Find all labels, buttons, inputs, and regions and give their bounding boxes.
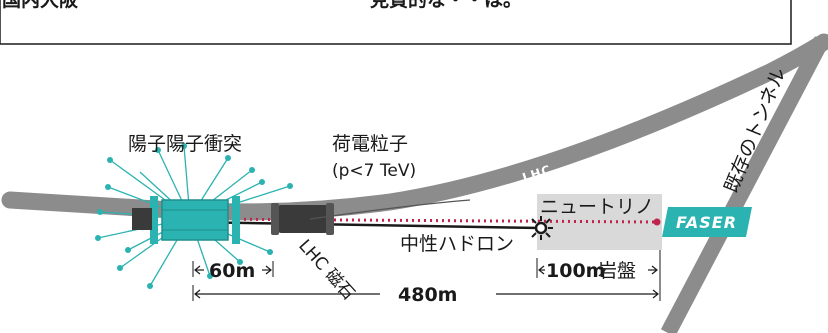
caption-frame [0,0,792,45]
collision-detector [132,196,240,244]
existing-tunnel-band [660,36,828,333]
neutral-hadron-label: 中性ハドロン [400,233,514,255]
charged-particle-path [309,199,471,220]
charged-energy-label: (p<7 TeV) [332,161,416,181]
neutral-hadron-line [189,220,541,230]
lhc-ring-band [1,33,828,221]
magnet-body [278,205,328,233]
dimension-100m: 100m 岩盤 [536,258,658,282]
dimension-480m-label: 480m [398,284,457,306]
caption-right-text: 見質的な・・は。 [370,0,522,11]
detector-endcap-right [232,196,240,244]
lhc-magnet [271,203,334,235]
neutrino-end-dot [653,218,661,226]
dimension-60m: 60m [192,260,274,282]
faser-badge [662,207,752,237]
dimension-60m-label: 60m [209,260,255,282]
dimension-480m: 480m [192,250,661,306]
dimension-100m-rock-label: 岩盤 [598,260,636,282]
beam-pipe-left [132,208,152,230]
collision-label: 陽子陽子衝突 [128,133,242,155]
charged-particle-label: 荷電粒子 [332,133,408,155]
existing-tunnel [660,36,828,333]
dimension-100m-label: 100m [546,260,605,282]
faser-detector: FASER [662,207,752,237]
absorber-burst [529,216,553,240]
caption-left-text: 国内大阪 [2,0,79,11]
collision-spray-dots [95,143,293,289]
top-caption-box: 国内大阪 見質的な・・は。 [0,0,792,45]
neutrino-label: ニュートリノ [540,196,654,218]
detector-barrel [161,199,229,241]
lhc-ring: LHC [1,33,828,221]
faser-label: FASER [676,213,737,232]
